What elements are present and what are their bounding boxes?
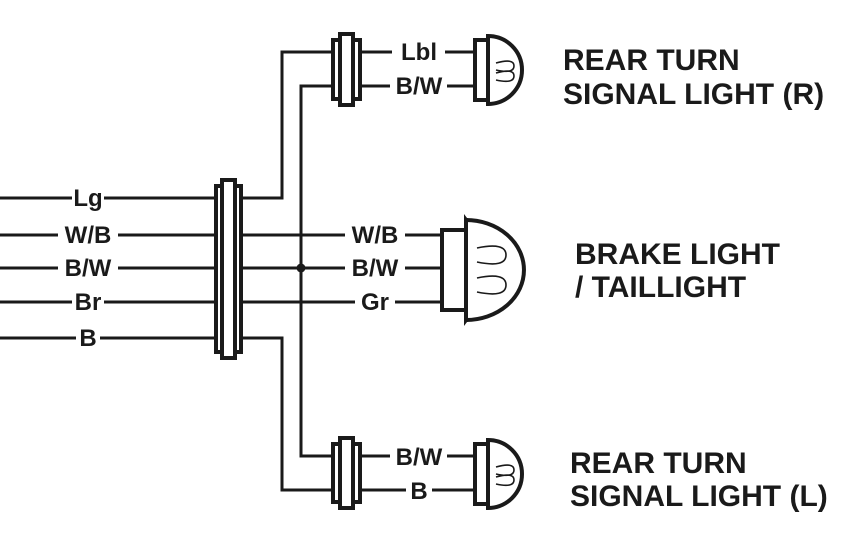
- left-turn-wires: [360, 454, 475, 492]
- right-turn-title-line-2: SIGNAL LIGHT (R): [563, 78, 824, 111]
- input-wire-label-lg: Lg: [73, 185, 102, 212]
- input-wire-label-br: Br: [75, 289, 102, 316]
- right-turn-connector: [331, 32, 362, 107]
- left-turn-title-line-2: SIGNAL LIGHT (L): [570, 480, 828, 513]
- brake-wire-label-bw: B/W: [352, 255, 399, 282]
- main-connector: [214, 178, 243, 360]
- left-turn-bulb-icon: [473, 437, 524, 511]
- brake-wire-label-gr: Gr: [361, 289, 389, 316]
- brake-title-line-2: / TAILLIGHT: [575, 271, 746, 304]
- brake-wire-label-wb: W/B: [352, 222, 399, 249]
- right-turn-wire-label-lbl: Lbl: [401, 39, 437, 66]
- brake-light-bulb-icon: [440, 214, 526, 326]
- brake-title-line-1: BRAKE LIGHT: [575, 238, 780, 271]
- harness-wires: [241, 50, 442, 492]
- input-wire-label-bw: B/W: [65, 255, 112, 282]
- right-turn-wire-label-bw: B/W: [396, 73, 443, 100]
- junction-dot: [296, 263, 306, 273]
- left-turn-connector: [331, 436, 362, 510]
- left-turn-wire-label-bw: B/W: [396, 444, 443, 471]
- input-wire-label-b: B: [79, 325, 96, 352]
- left-turn-title-line-1: REAR TURN: [570, 447, 747, 480]
- right-turn-bulb-icon: [473, 33, 524, 107]
- input-wire-label-wb: W/B: [65, 222, 112, 249]
- left-turn-wire-label-b: B: [410, 478, 427, 505]
- right-turn-wires: [360, 50, 475, 88]
- right-turn-title-line-1: REAR TURN: [563, 44, 740, 77]
- input-wires: [0, 196, 216, 340]
